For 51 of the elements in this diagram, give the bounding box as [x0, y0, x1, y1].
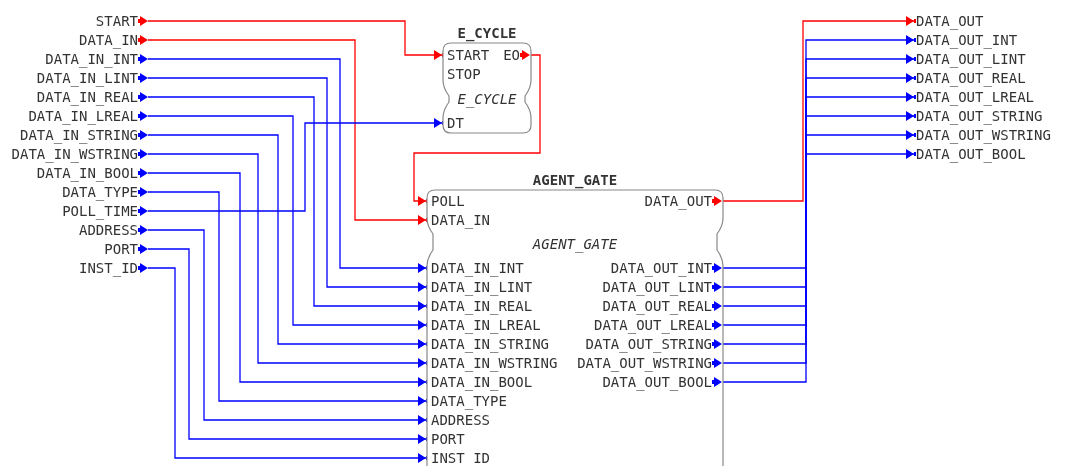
input-variable-label: DATA_IN_LINT	[36, 69, 148, 87]
input-variable-label: START	[95, 12, 148, 30]
input-port: DATA_IN_BOOL	[428, 373, 533, 391]
input-variable-label: POLL_TIME	[62, 202, 148, 220]
input-port: DATA_IN_INT	[428, 259, 524, 277]
block-name: E_CYCLE	[457, 24, 517, 42]
output-variable-label: DATA_OUT_REAL	[916, 69, 1026, 87]
output-port: DATA_OUT_WSTRING	[577, 354, 722, 372]
input-variable-label: DATA_IN	[79, 31, 148, 49]
input-variable-label: PORT	[104, 240, 148, 258]
input-port: INST_ID	[428, 449, 490, 466]
output-variable-label: DATA_OUT_STRING	[916, 107, 1043, 125]
input-port: START	[444, 46, 490, 64]
input-variable-label: DATA_IN_BOOL	[36, 164, 148, 182]
input-port: DT	[444, 114, 464, 132]
input-port: DATA_TYPE	[428, 392, 507, 410]
output-variable-label: DATA_OUT	[916, 12, 984, 30]
input-port: ADDRESS	[428, 411, 490, 429]
input-variable-label: ADDRESS	[79, 221, 148, 239]
block-type-label: E_CYCLE	[457, 90, 517, 108]
input-port: DATA_IN_LREAL	[428, 316, 541, 334]
output-variable-label: DATA_OUT_WSTRING	[916, 126, 1051, 144]
output-port: DATA_OUT	[644, 192, 722, 210]
input-variable-label: DATA_IN_WSTRING	[11, 145, 148, 163]
input-variable-label: DATA_IN_LREAL	[28, 107, 148, 125]
output-variable-label: DATA_OUT_LREAL	[916, 88, 1034, 106]
input-port: DATA_IN	[428, 211, 490, 229]
block-type-label: AGENT_GATE	[532, 235, 618, 253]
input-variable-label: DATA_TYPE	[62, 183, 148, 201]
input-variable-label: DATA_IN_REAL	[36, 88, 148, 106]
output-port: DATA_OUT_REAL	[602, 297, 722, 315]
input-variable-label: INST_ID	[79, 259, 148, 277]
input-port: DATA_IN_STRING	[428, 335, 549, 353]
input-variable-label: DATA_IN_STRING	[20, 126, 148, 144]
output-port: DATA_OUT_LINT	[602, 278, 722, 296]
input-variable-label: DATA_IN_INT	[45, 50, 148, 68]
output-port: DATA_OUT_LREAL	[594, 316, 722, 334]
input-port: POLL	[428, 192, 465, 210]
block-name: AGENT_GATE	[532, 171, 618, 189]
input-port: DATA_IN_REAL	[428, 297, 533, 315]
input-port: STOP	[444, 65, 481, 83]
output-port: EO	[503, 46, 530, 64]
output-port: DATA_OUT_BOOL	[602, 373, 722, 391]
output-variable-label: DATA_OUT_INT	[916, 31, 1018, 49]
input-port: DATA_IN_WSTRING	[428, 354, 558, 372]
output-variable-label: DATA_OUT_BOOL	[916, 145, 1026, 163]
input-port: DATA_IN_LINT	[428, 278, 533, 296]
output-variable-label: DATA_OUT_LINT	[916, 50, 1026, 68]
output-port: DATA_OUT_INT	[610, 259, 722, 277]
input-port: PORT	[428, 430, 465, 448]
output-port: DATA_OUT_STRING	[585, 335, 722, 353]
